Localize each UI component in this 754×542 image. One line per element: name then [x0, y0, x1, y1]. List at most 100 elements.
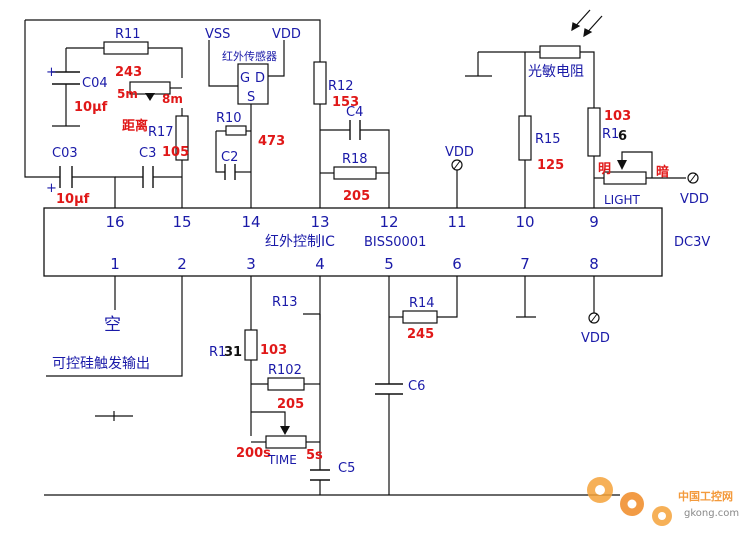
- r18-value: 205: [343, 189, 370, 204]
- scr-trigger-output-label: 可控硅触发输出: [52, 356, 150, 372]
- r13-label: R13: [272, 295, 298, 310]
- light-dark: 暗: [656, 164, 669, 180]
- r17-value: 105: [162, 145, 189, 160]
- watermark-logo: 中国工控网 gkong.com: [587, 477, 739, 526]
- r10-label: R10: [216, 111, 242, 126]
- ic-bottom-pins: 1 2 3 4 5 6 7 8: [110, 255, 599, 273]
- r14-resistor: R14 245: [402, 296, 438, 342]
- c6-capacitor: C6: [375, 379, 425, 395]
- ic-supply: DC3V: [674, 235, 710, 250]
- r18-resistor: R18 205: [333, 152, 377, 204]
- pin-11: 11: [447, 213, 466, 231]
- c03-value: 10μf: [56, 192, 90, 207]
- r15-resistor: R15 125: [518, 115, 564, 173]
- pin-4: 4: [315, 255, 325, 273]
- r11-resistor: R11 243: [103, 27, 149, 80]
- ic-body: [43, 207, 663, 277]
- vdd-top-label: VDD: [272, 27, 301, 42]
- c6-label: C6: [408, 379, 425, 394]
- r17-wiper-icon: [145, 93, 155, 101]
- sensor-pin-s: S: [247, 90, 255, 105]
- pin-16: 16: [105, 213, 124, 231]
- c4-capacitor: C4: [346, 105, 363, 140]
- pin-6: 6: [452, 255, 462, 273]
- vss-label: VSS: [205, 27, 230, 42]
- r12-label: R12: [328, 79, 354, 94]
- c2-label: C2: [221, 150, 238, 165]
- r17-label: R17: [148, 125, 174, 140]
- c3-label: C3: [139, 146, 156, 161]
- wiring: [24, 19, 686, 496]
- time-label: TIME: [267, 453, 297, 467]
- vdd-pin11-label: VDD: [445, 145, 474, 160]
- c2-capacitor: C2: [221, 150, 238, 180]
- r17-range-min: 5m: [117, 87, 138, 101]
- r10-value: 473: [258, 134, 285, 149]
- photo-label: 光敏电阻: [528, 64, 584, 80]
- r12-value: 153: [332, 95, 359, 110]
- r16-value: 103: [604, 109, 631, 124]
- r14-label: R14: [409, 296, 435, 311]
- r16-label-suffix: 6: [618, 129, 627, 144]
- pin-2: 2: [177, 255, 187, 273]
- r131-value: 103: [260, 343, 287, 358]
- r11-value: 243: [115, 65, 142, 80]
- pin-8: 8: [589, 255, 599, 273]
- pin-15: 15: [172, 213, 191, 231]
- pin-7: 7: [520, 255, 530, 273]
- watermark-site-bottom: gkong.com: [684, 508, 739, 519]
- time-potentiometer: 200s TIME 5s: [236, 426, 323, 467]
- light-bright: 明: [598, 162, 611, 177]
- c03-plus: +: [46, 181, 57, 196]
- r16-label-prefix: R1: [602, 127, 619, 142]
- ic-model: BISS0001: [364, 235, 426, 250]
- r13-switch: R13: [272, 295, 321, 320]
- vdd-right-label: VDD: [680, 192, 709, 207]
- r12-resistor: R12 153: [313, 61, 359, 110]
- pin-9: 9: [589, 213, 599, 231]
- ic-top-pins: 16 15 14 13 12 11 10 9: [105, 213, 598, 231]
- r17-note: 距离: [122, 118, 148, 134]
- vdd-pin8: VDD: [581, 312, 610, 346]
- r15-value: 125: [537, 158, 564, 173]
- r102-label: R102: [268, 363, 302, 378]
- sensor-pin-g: G: [240, 71, 250, 86]
- pin1-empty-label: 空: [104, 315, 121, 335]
- c04-label: C04: [82, 76, 108, 91]
- r11-label: R11: [115, 27, 141, 42]
- ir-sensor: VSS VDD 红外传感器 G D S: [205, 27, 301, 105]
- sensor-label: 红外传感器: [222, 50, 277, 63]
- r10-resistor: R10 473: [216, 111, 285, 149]
- vdd-right: VDD: [680, 172, 709, 207]
- photoresistor: 光敏电阻: [528, 9, 603, 80]
- vdd-pin11: VDD: [445, 145, 474, 171]
- time-wiper-icon: [280, 426, 290, 435]
- c3-capacitor: C3: [139, 146, 156, 188]
- pin-13: 13: [310, 213, 329, 231]
- c5-capacitor: C5: [310, 461, 355, 481]
- pin-1: 1: [110, 255, 120, 273]
- c03-label: C03: [52, 146, 78, 161]
- r131-label-suffix: 31: [224, 345, 242, 360]
- c03-capacitor: C03 + 10μf: [46, 146, 90, 207]
- r131-resistor: R1 31 103: [209, 329, 287, 361]
- r17-potentiometer: 5m 8m 距离 R17 105: [117, 81, 189, 161]
- light-potentiometer: 明 暗 LIGHT: [598, 160, 669, 207]
- pin-12: 12: [379, 213, 398, 231]
- pin-5: 5: [384, 255, 394, 273]
- sensor-pin-d: D: [255, 71, 265, 86]
- pin-10: 10: [515, 213, 534, 231]
- vdd-pin8-label: VDD: [581, 331, 610, 346]
- r17-range-max: 8m: [162, 92, 183, 106]
- c04-capacitor: + C04 10μf: [46, 65, 108, 115]
- c4-label: C4: [346, 105, 363, 120]
- pin-3: 3: [246, 255, 256, 273]
- c5-label: C5: [338, 461, 355, 476]
- r18-label: R18: [342, 152, 368, 167]
- light-arrows-icon: [571, 9, 603, 38]
- light-wiper-icon: [617, 160, 627, 170]
- time-max: 5s: [306, 448, 323, 463]
- r102-resistor: R102 205: [267, 363, 305, 412]
- r131-label-prefix: R1: [209, 345, 226, 360]
